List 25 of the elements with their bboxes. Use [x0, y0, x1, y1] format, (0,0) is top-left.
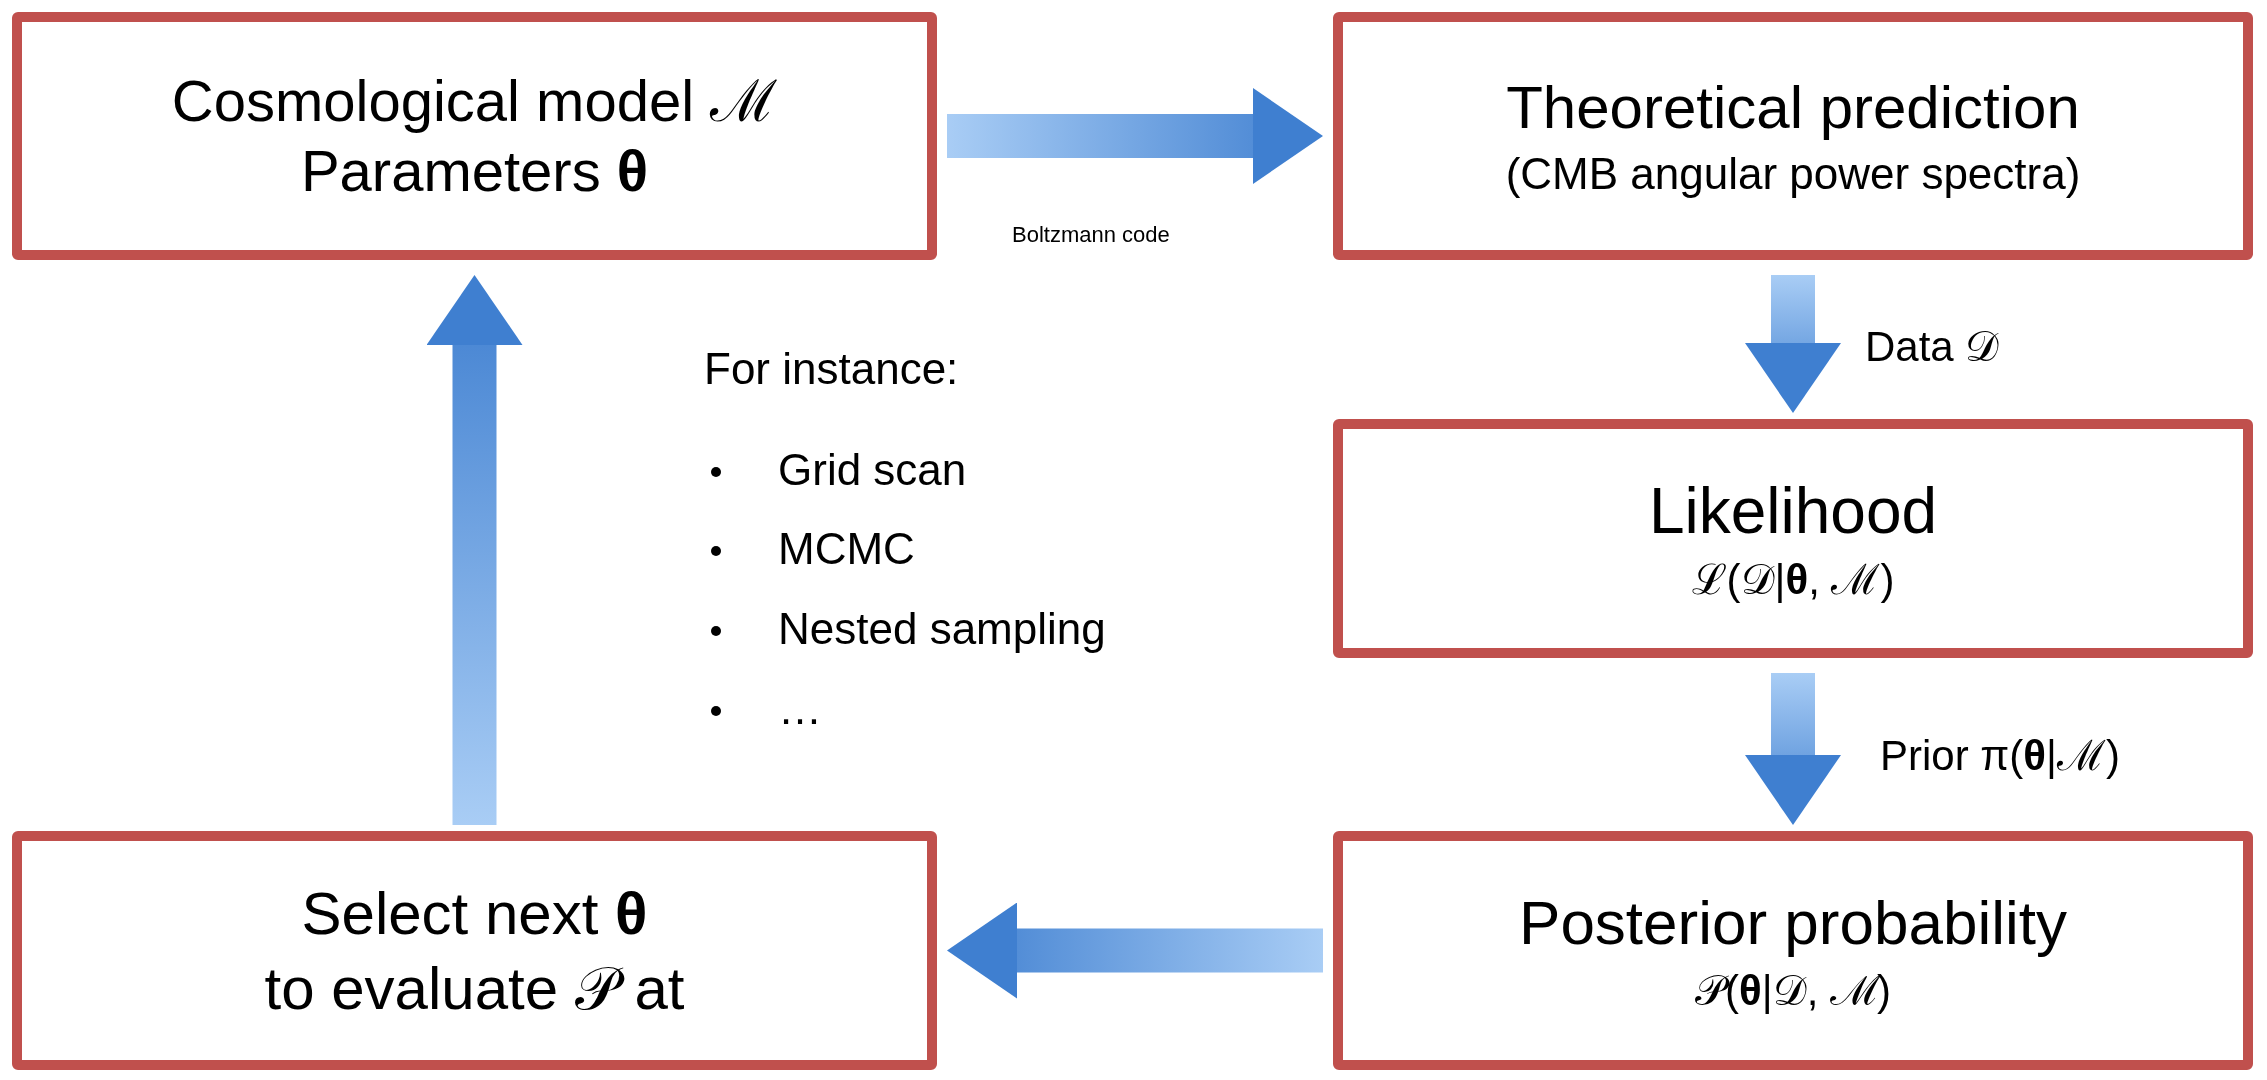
block-arrow	[1745, 673, 1841, 825]
box-subtext: Parameters θ	[300, 137, 649, 205]
box-heading: Cosmological model ℳ	[171, 67, 778, 136]
block-arrow	[947, 88, 1323, 184]
block-arrow	[1745, 275, 1841, 413]
box-subtext: 𝒫(θ|𝒟, ℳ)	[1695, 965, 1891, 1016]
process-box	[12, 831, 937, 1070]
block-arrow	[426, 275, 523, 825]
process-box	[1333, 831, 2253, 1070]
process-box	[1333, 419, 2253, 658]
list-item: …	[778, 683, 822, 735]
box-heading: Select next θ	[301, 878, 648, 949]
list-item: MCMC	[778, 523, 915, 575]
box-heading: Theoretical prediction	[1506, 72, 2080, 143]
list-item: Nested sampling	[778, 603, 1106, 655]
process-box	[12, 12, 937, 260]
process-box	[1333, 12, 2253, 260]
block-arrow	[947, 902, 1323, 999]
box-heading: Posterior probability	[1519, 886, 2067, 959]
box-subtext: (CMB angular power spectra)	[1505, 147, 2081, 200]
box-subtext: ℒ(𝒟|θ, ℳ)	[1691, 554, 1895, 605]
list-heading: For instance:	[704, 343, 959, 395]
box-heading: Likelihood	[1648, 473, 1938, 549]
box-subtext: to evaluate 𝒫 at	[264, 953, 685, 1024]
list-item: Grid scan	[778, 444, 967, 496]
